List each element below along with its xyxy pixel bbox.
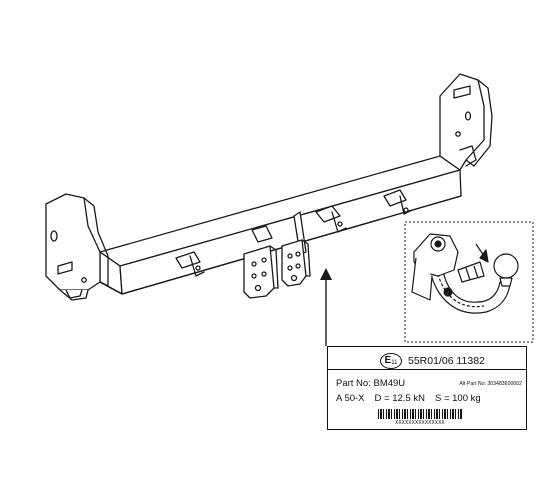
alt-part-number: Alt Part No: 303483600002 [459, 381, 522, 387]
leader-arrow [320, 268, 332, 346]
beam-bracket-1 [175, 251, 205, 277]
left-mounting-bracket [45, 193, 109, 301]
approval-number: 55R01/06 11382 [408, 355, 485, 367]
d-value: D = 12.5 kN [374, 393, 425, 404]
barcode-text: XXXXXXXXXXXXXXX [395, 420, 445, 426]
spec-row: A 50-X D = 12.5 kN S = 100 kg [336, 393, 481, 404]
s-value: S = 100 kg [434, 393, 481, 404]
beam-bracket-3 [383, 189, 413, 215]
part-number: Part No: BM49U [336, 378, 406, 389]
detachable-ball-detail [404, 221, 534, 343]
barcode-icon [378, 409, 462, 419]
tow-plate-left [243, 225, 279, 299]
right-mounting-bracket [439, 73, 493, 171]
barcode: XXXXXXXXXXXXXXX [378, 409, 462, 426]
cross-beam [99, 155, 462, 295]
class-value: A 50-X [336, 393, 365, 404]
beam-bracket-2 [315, 205, 347, 233]
label-divider [328, 369, 526, 370]
tow-plate-right [281, 211, 311, 287]
